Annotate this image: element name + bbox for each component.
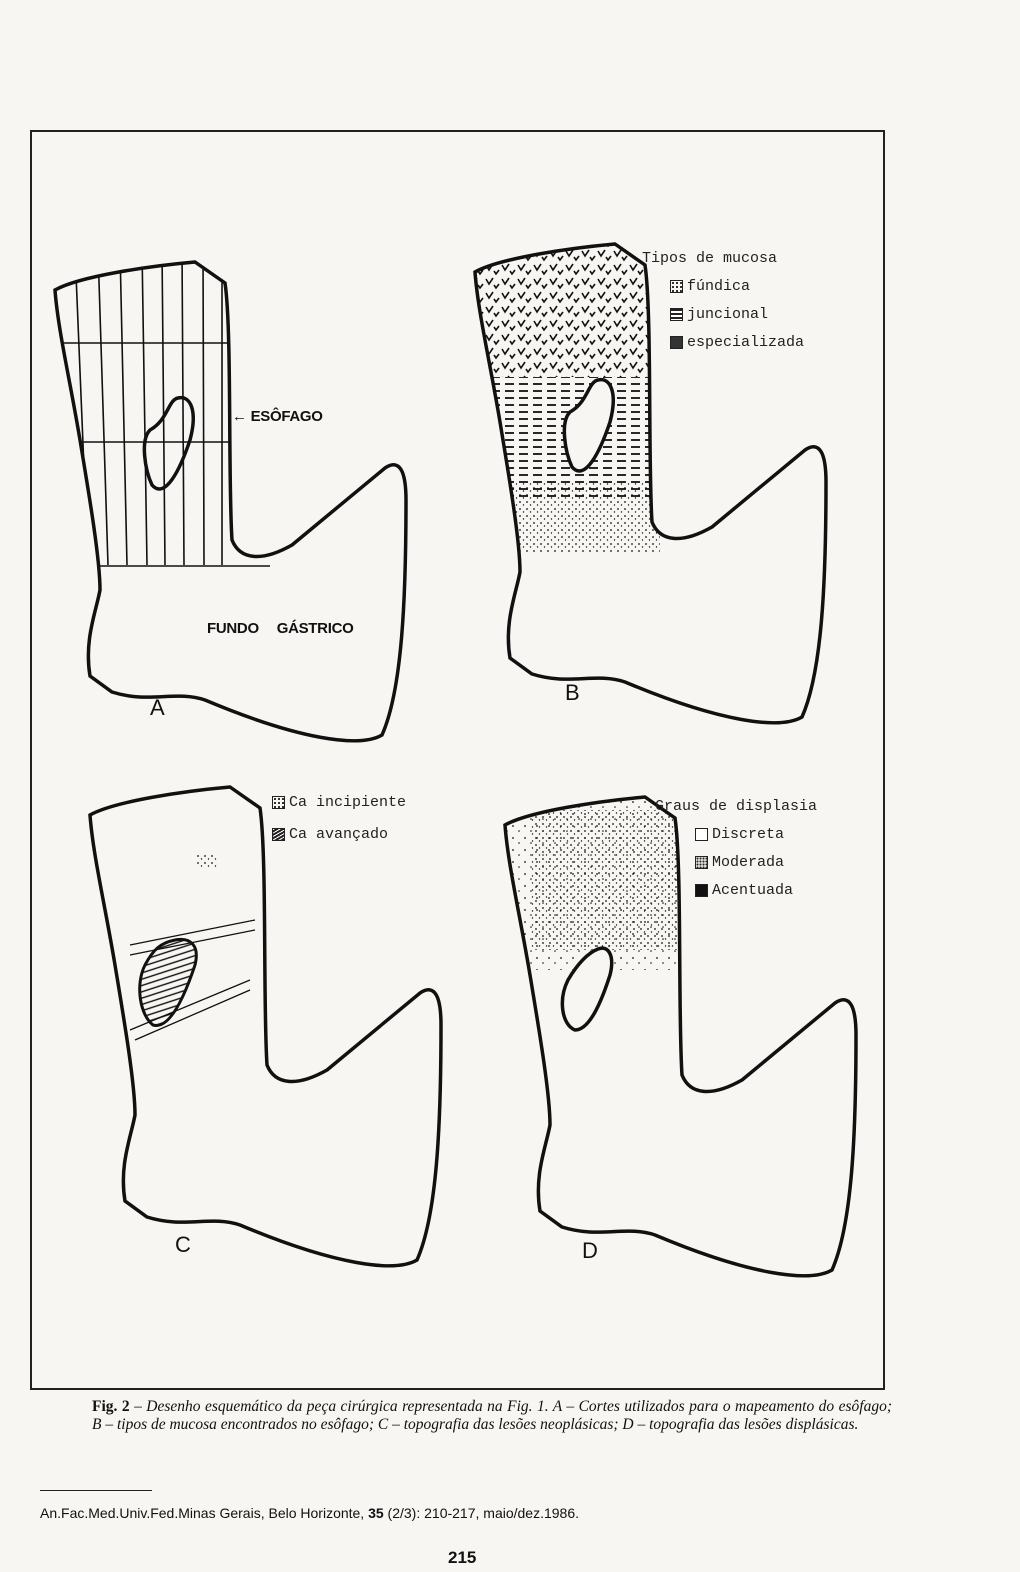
panel-label-c: C xyxy=(175,1232,191,1257)
figure-frame xyxy=(30,130,885,1390)
mucosa-legend: Tipos de mucosa fúndica juncional especi… xyxy=(642,244,804,356)
fundica-swatch-icon xyxy=(670,279,683,293)
panel-d-drawing xyxy=(503,795,858,1278)
caption-label: Fig. 2 xyxy=(92,1398,130,1415)
legend-title: Tipos de mucosa xyxy=(642,249,778,267)
journal-citation: An.Fac.Med.Univ.Fed.Minas Gerais, Belo H… xyxy=(40,1505,580,1521)
panel-a-drawing xyxy=(53,260,408,743)
arrow-left-icon: ← xyxy=(232,408,247,425)
legend-title: Graus de displasia xyxy=(655,797,818,815)
page-number: 215 xyxy=(448,1548,477,1567)
ca-incipiente-swatch-icon xyxy=(272,795,285,809)
displasia-legend: Graus de displasia Discreta Moderada Ace… xyxy=(655,792,817,904)
juncional-swatch-icon xyxy=(670,307,683,321)
footnote-rule xyxy=(40,1490,152,1491)
especializada-swatch-icon xyxy=(670,335,683,349)
ca-avancado-swatch-icon xyxy=(272,827,285,841)
esofago-label: ← ESÔFAGO xyxy=(232,408,323,425)
fundo-gastrico-label: FUNDO GÁSTRICO xyxy=(207,620,354,637)
figure-drawing xyxy=(53,242,858,1278)
caption-text: – Desenho esquemático da peça cirúrgica … xyxy=(92,1398,893,1433)
figure-caption: Fig. 2 – Desenho esquemático da peça cir… xyxy=(92,1398,892,1434)
discreta-swatch-icon xyxy=(695,827,708,841)
acentuada-swatch-icon xyxy=(695,883,708,897)
carcinoma-legend: Ca incipiente Ca avançado xyxy=(272,784,406,848)
panel-label-b: B xyxy=(565,680,580,705)
moderada-swatch-icon xyxy=(695,855,708,869)
panel-label-a: A xyxy=(150,695,165,720)
panel-label-d: D xyxy=(582,1238,598,1263)
panel-c-drawing xyxy=(88,785,443,1268)
